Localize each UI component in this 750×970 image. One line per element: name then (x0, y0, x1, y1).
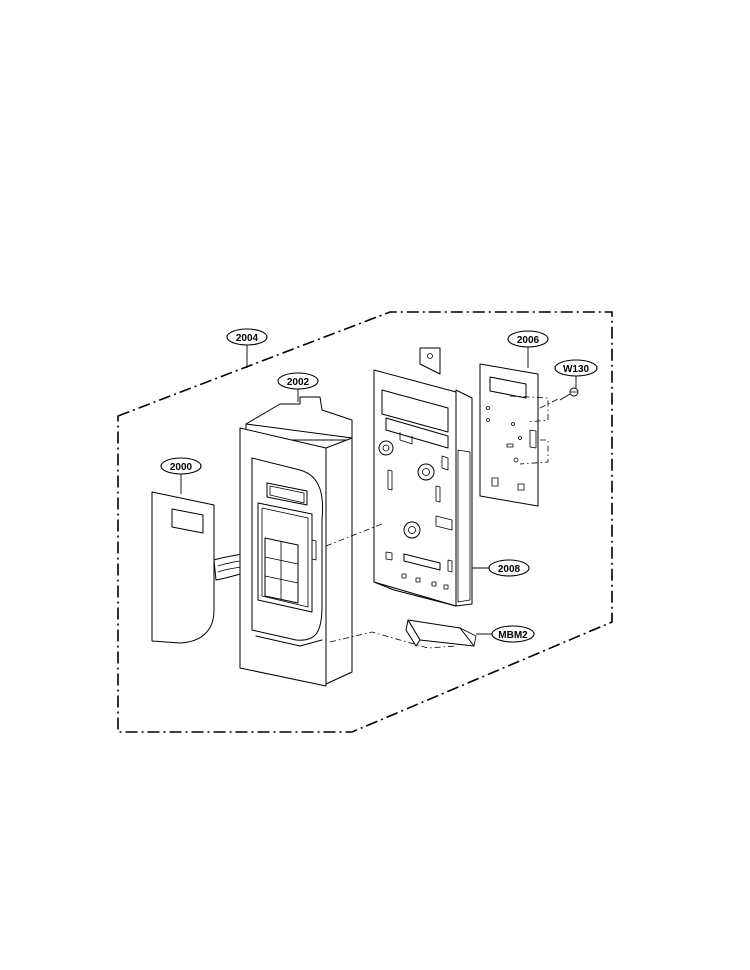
callout-2000: 2000 (160, 457, 202, 494)
callout-MBM2: MBM2 (476, 625, 535, 643)
part-2006-pcb (479, 363, 539, 507)
part-2008-mounting-bracket (373, 347, 473, 607)
callout-W130: W130 (554, 359, 598, 388)
label-2004: 2004 (236, 333, 259, 344)
part-2000-membrane-overlay (151, 491, 263, 644)
label-2008: 2008 (498, 564, 521, 575)
callout-2002: 2002 (277, 372, 319, 402)
callout-2006: 2006 (507, 330, 549, 368)
part-2002-control-panel-frame (239, 396, 353, 687)
part-MBM2-ribbon-cable (405, 619, 477, 647)
label-2000: 2000 (170, 462, 193, 473)
label-W130: W130 (563, 364, 590, 375)
label-MBM2: MBM2 (498, 630, 528, 641)
assembly-boundary (117, 311, 613, 733)
callout-2008: 2008 (472, 559, 530, 577)
label-2006: 2006 (517, 335, 540, 346)
part-W130-screw (559, 387, 579, 401)
assembly-leader-lines (325, 395, 561, 649)
label-2002: 2002 (287, 377, 310, 388)
callout-2004: 2004 (226, 328, 268, 368)
